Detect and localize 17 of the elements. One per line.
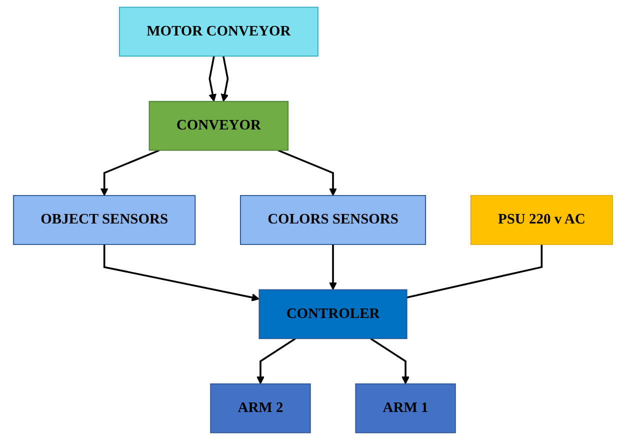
node-box: ARM 1 (355, 383, 456, 434)
arrow (100, 149, 160, 196)
arrow (208, 56, 217, 102)
node-box: CONTROLER (258, 289, 408, 340)
arrow (370, 338, 410, 384)
node-box: PSU 220 v AC (470, 195, 613, 245)
node-box: CONVEYOR (148, 100, 289, 151)
arrow (329, 244, 337, 290)
arrow (278, 149, 337, 196)
node-box: ARM 2 (210, 383, 311, 434)
connector (406, 244, 543, 298)
node-box: MOTOR CONVEYOR (118, 6, 318, 57)
arrow (256, 338, 296, 384)
node-box: COLORS SENSORS (240, 195, 426, 245)
arrow (103, 244, 260, 302)
node-box: OBJECT SENSORS (13, 195, 196, 245)
arrow (220, 56, 229, 102)
